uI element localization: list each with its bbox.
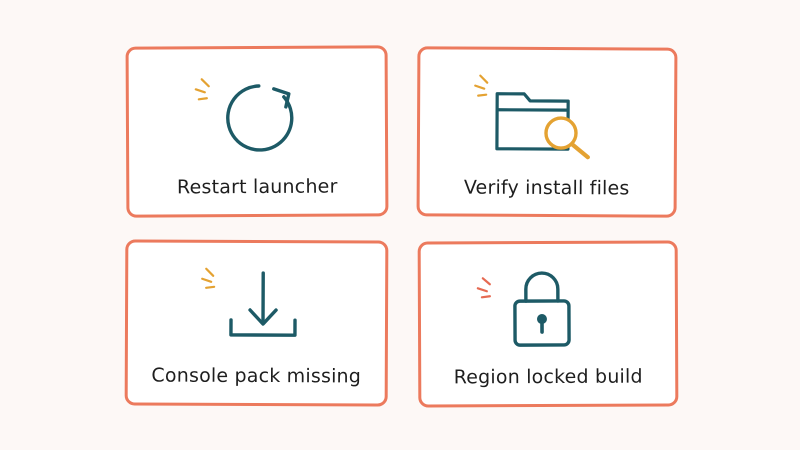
- card-label: Region locked build: [453, 365, 643, 389]
- card-label: Verify install files: [463, 176, 630, 200]
- download-icon: [201, 267, 297, 337]
- restart-launcher-card[interactable]: Restart launcher: [125, 45, 389, 218]
- padlock-icon: [476, 271, 571, 347]
- spark-lines-icon: [194, 78, 210, 101]
- folder-search-icon: [474, 74, 590, 160]
- console-pack-missing-card[interactable]: Console pack missing: [124, 239, 389, 407]
- spark-lines-icon: [201, 267, 216, 289]
- spark-lines-icon: [474, 74, 489, 97]
- card-label: Restart launcher: [176, 175, 338, 199]
- card-label: Console pack missing: [151, 364, 362, 388]
- verify-install-files-card[interactable]: Verify install files: [416, 46, 678, 218]
- region-locked-build-card[interactable]: Region locked build: [417, 240, 679, 408]
- refresh-icon: [194, 78, 294, 152]
- spark-lines-icon: [476, 277, 491, 299]
